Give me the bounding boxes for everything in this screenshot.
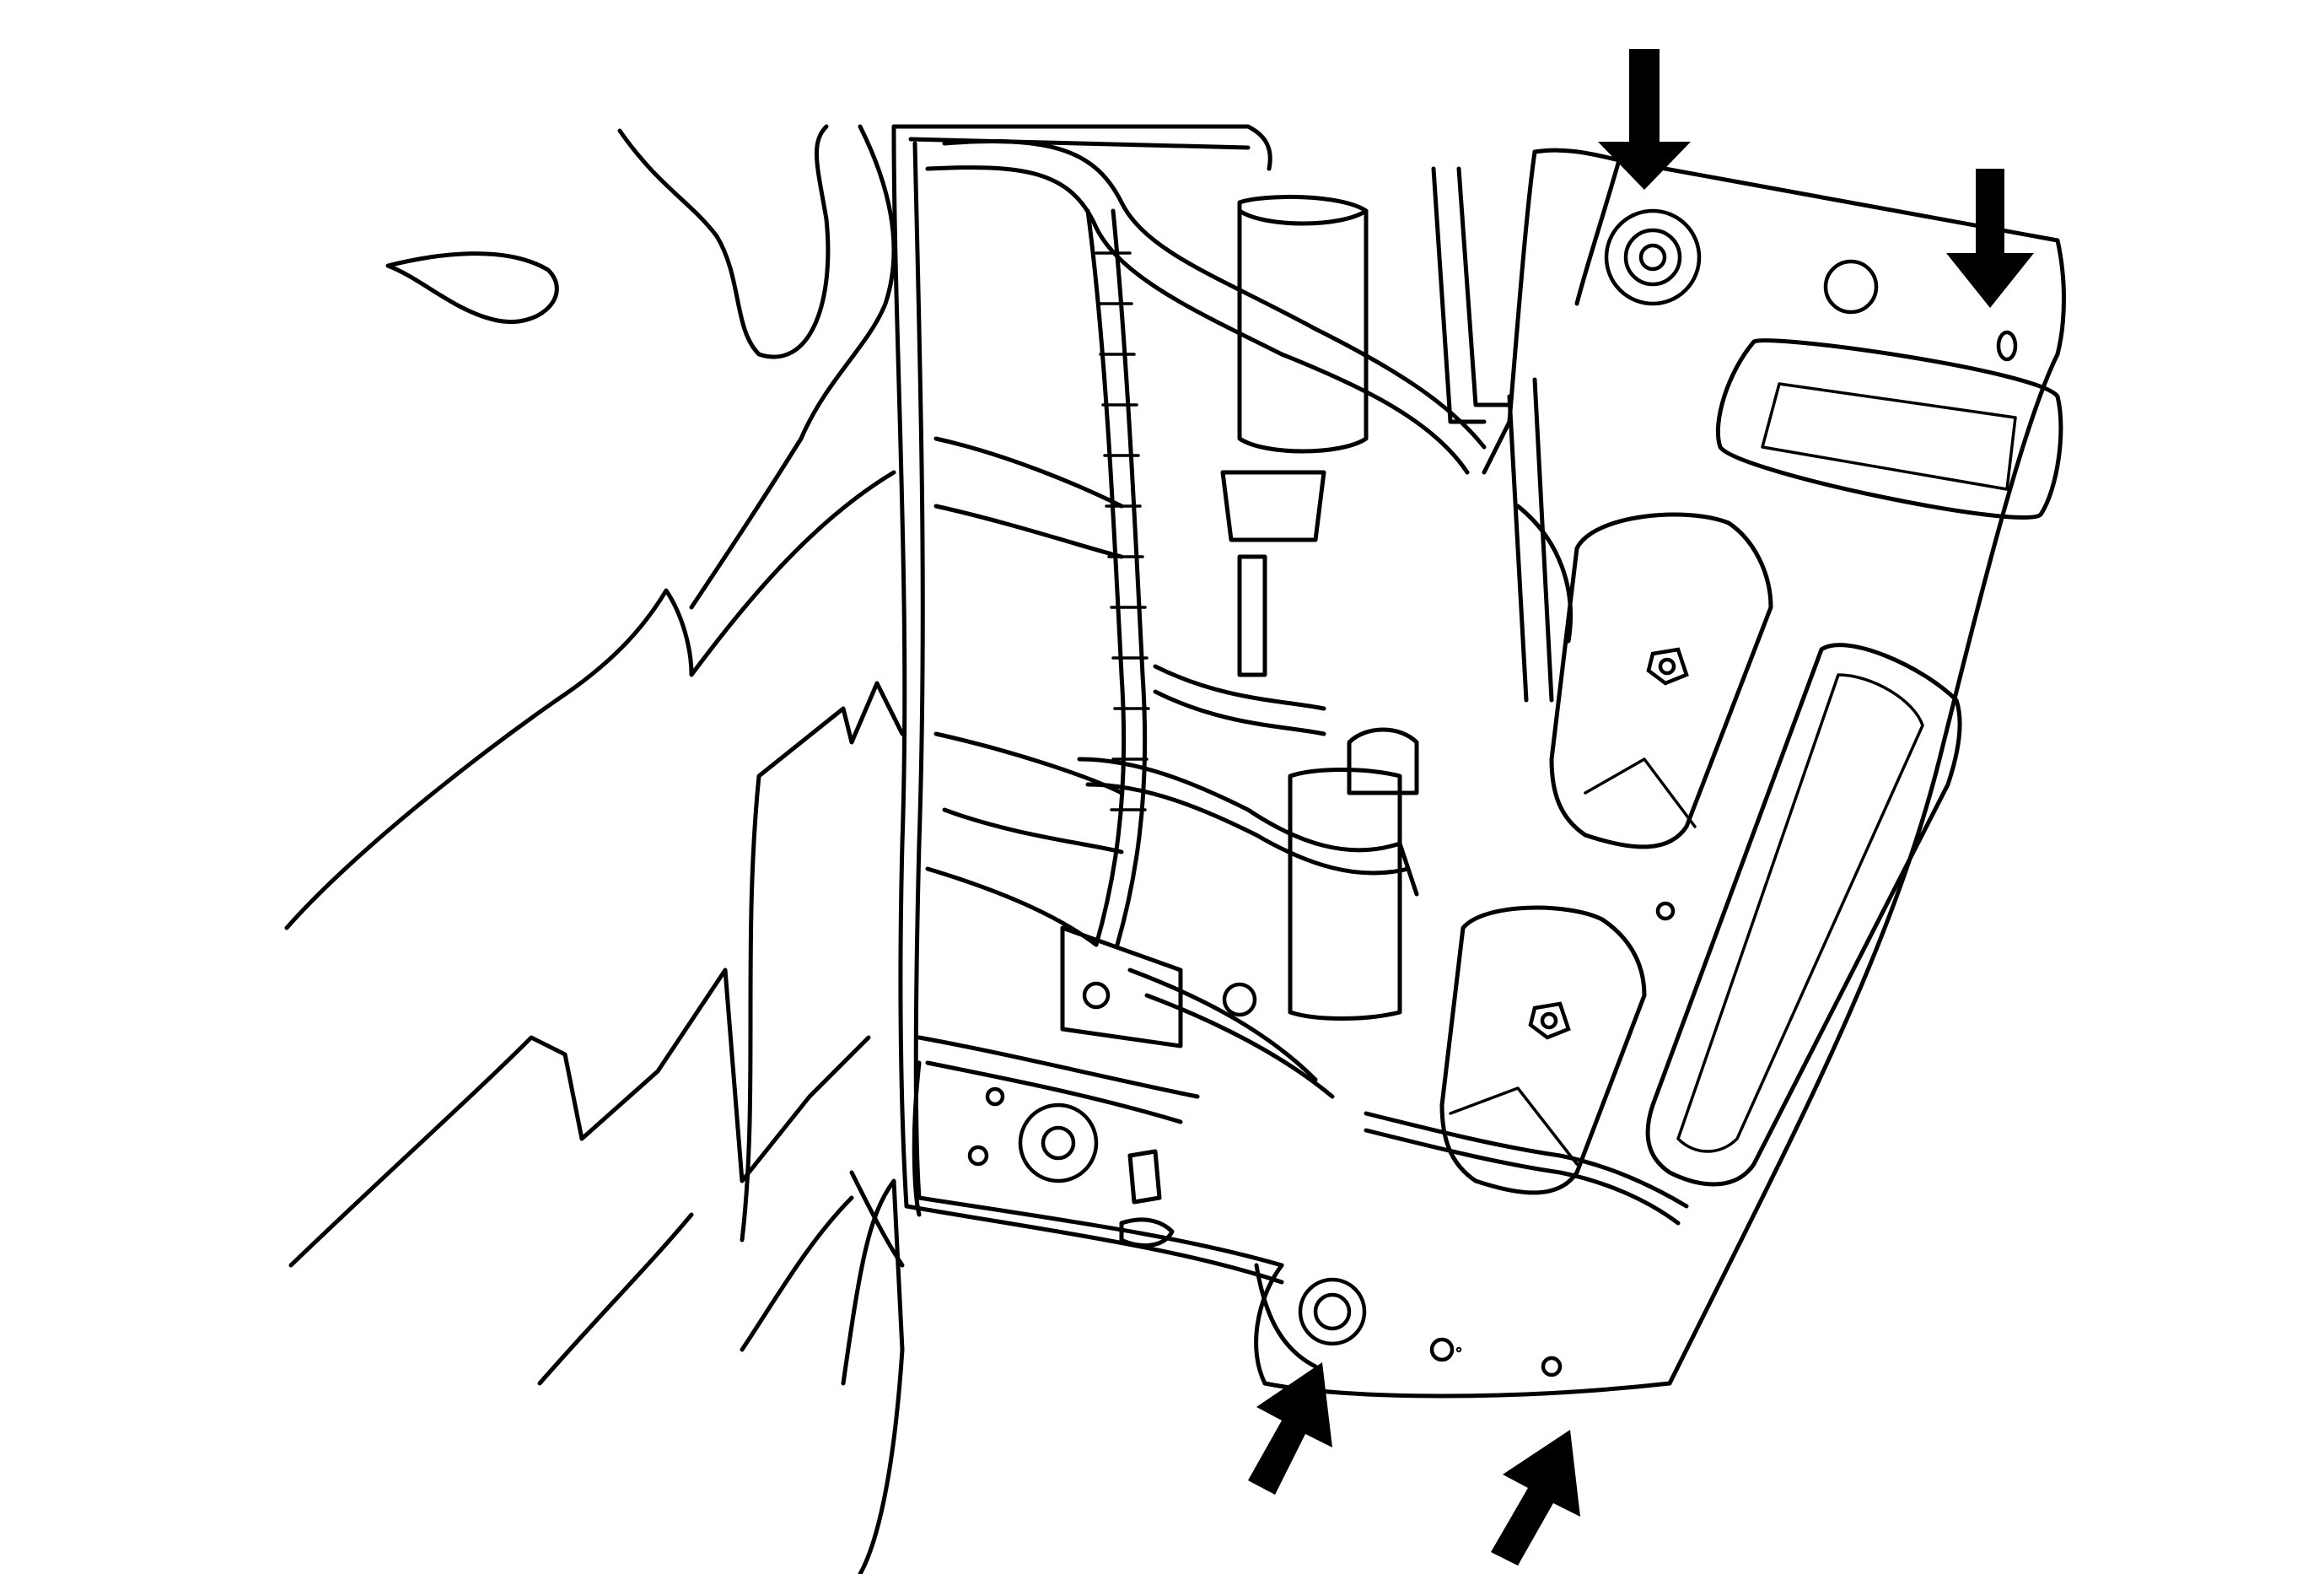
seat-frame <box>891 124 1573 1285</box>
arrow-bottom-left <box>1248 1362 1332 1495</box>
lower-right-hole <box>1455 1346 1462 1353</box>
upper-right-stud-hole <box>1996 330 2018 362</box>
floor-bracket <box>912 1060 1563 1377</box>
lower-left-mounting-bolt <box>1298 1277 1367 1346</box>
arrow-top-center <box>1598 49 1691 190</box>
upper-left-mounting-bolt <box>1604 208 1702 306</box>
arrow-top-right <box>1946 169 2034 308</box>
seat-pan <box>1254 148 2066 1399</box>
seat-cushion-outline <box>284 124 905 1574</box>
arrow-bottom-right <box>1491 1430 1580 1566</box>
callout-arrows <box>1248 49 2034 1566</box>
